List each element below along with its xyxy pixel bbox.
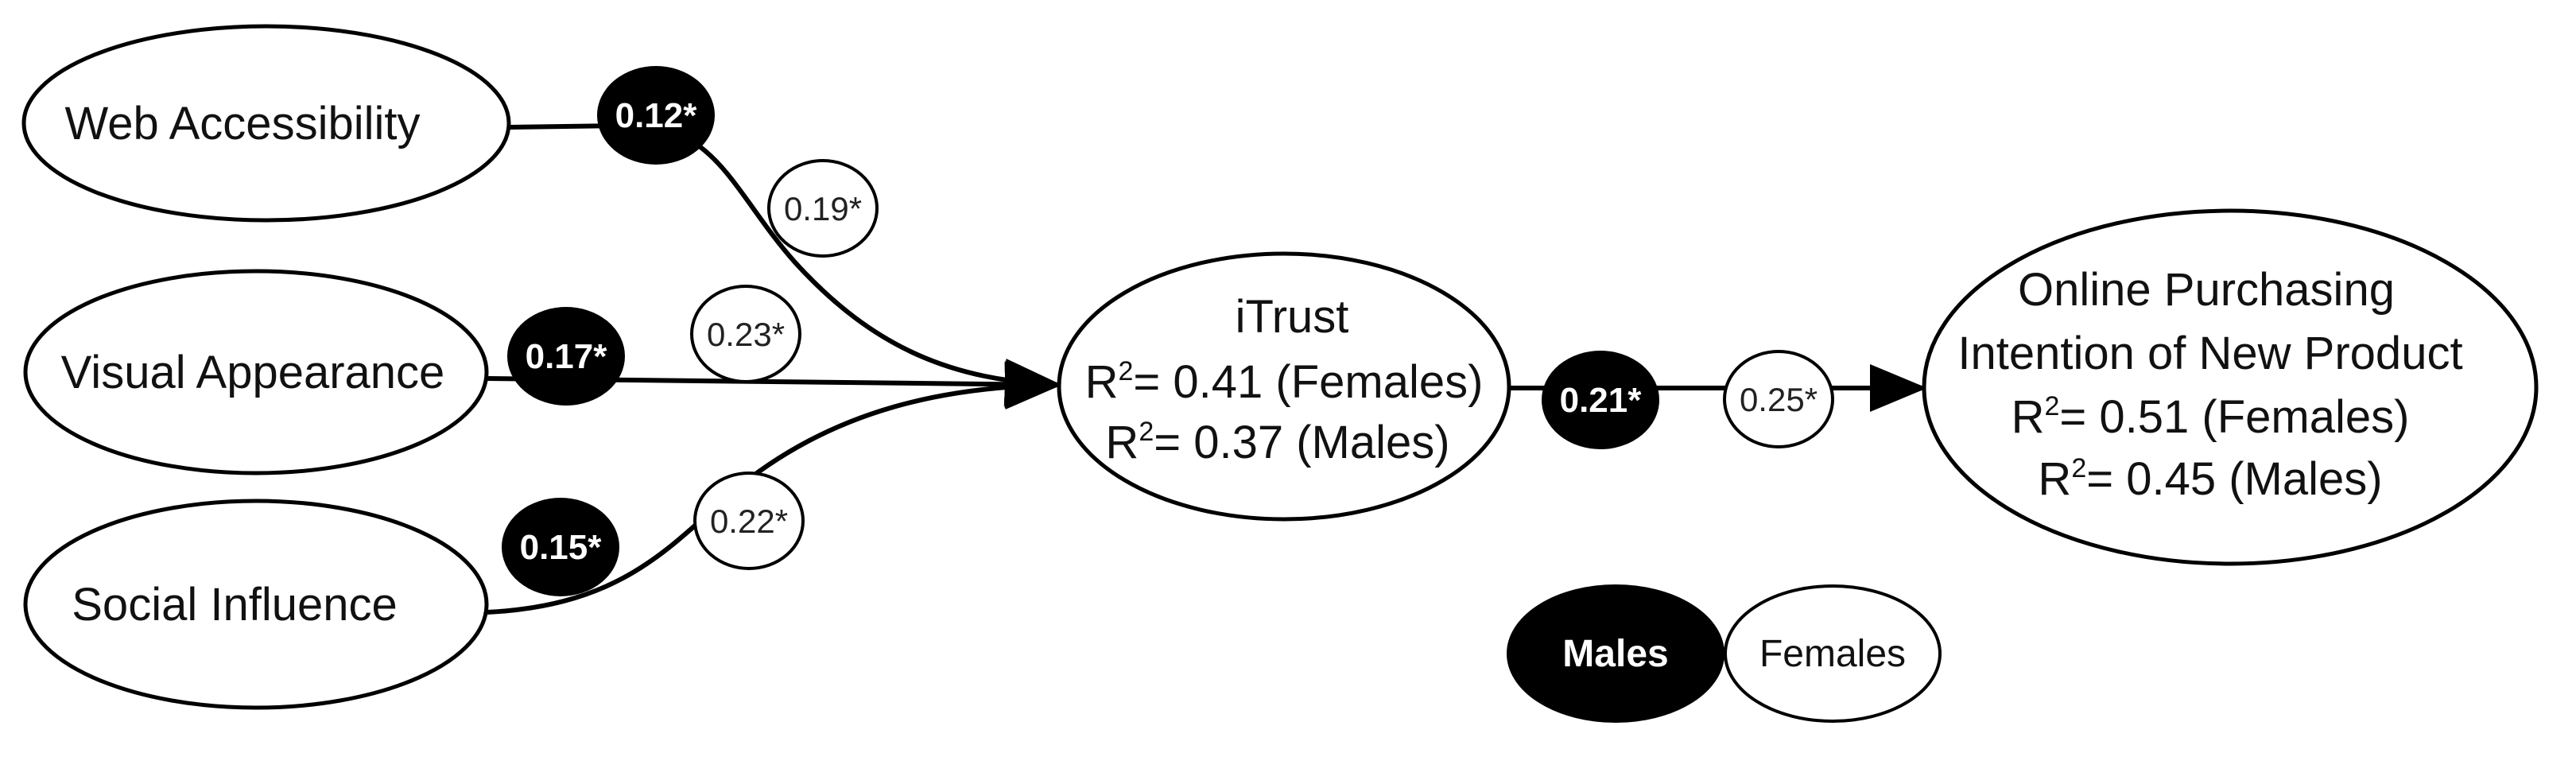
svg-text:0.19*: 0.19* bbox=[784, 190, 862, 227]
node-visual-appearance-label: Visual Appearance bbox=[61, 347, 445, 398]
coef-itrust-purchase-females: 0.25* bbox=[1723, 350, 1834, 448]
svg-text:0.17*: 0.17* bbox=[526, 337, 608, 376]
svg-text:0.25*: 0.25* bbox=[1740, 381, 1818, 418]
coef-social-females: 0.22* bbox=[693, 472, 805, 570]
legend: Males Females bbox=[1507, 584, 1942, 723]
node-itrust-title: iTrust bbox=[1236, 291, 1349, 343]
node-online-purchasing-line1: Online Purchasing bbox=[2018, 264, 2395, 316]
node-itrust-r2-females: R2= 0.41 (Females) bbox=[1085, 356, 1484, 408]
svg-text:0.12*: 0.12* bbox=[615, 96, 698, 135]
svg-text:0.21*: 0.21* bbox=[1560, 381, 1643, 420]
node-web-accessibility: Web Accessibility bbox=[21, 24, 511, 223]
svg-text:Males: Males bbox=[1562, 633, 1668, 675]
node-online-purchasing-r2-males: R2= 0.45 (Males) bbox=[2038, 453, 2382, 505]
svg-text:Females: Females bbox=[1759, 633, 1906, 675]
legend-females: Females bbox=[1724, 584, 1942, 723]
node-web-accessibility-label: Web Accessibility bbox=[65, 98, 421, 149]
node-online-purchasing: Online Purchasing Intention of New Produ… bbox=[1922, 208, 2539, 566]
node-itrust-r2-males: R2= 0.37 (Males) bbox=[1105, 417, 1449, 468]
coef-web-females: 0.19* bbox=[767, 159, 879, 258]
coef-visual-females: 0.23* bbox=[690, 285, 801, 383]
node-online-purchasing-line2: Intention of New Product bbox=[1957, 328, 2462, 379]
node-visual-appearance: Visual Appearance bbox=[23, 269, 489, 475]
node-social-influence: Social Influence bbox=[23, 499, 489, 710]
coef-social-males: 0.15* bbox=[502, 498, 619, 596]
svg-text:0.23*: 0.23* bbox=[707, 316, 785, 353]
svg-text:0.22*: 0.22* bbox=[710, 503, 788, 540]
legend-males: Males bbox=[1507, 584, 1724, 723]
coef-itrust-purchase-males: 0.21* bbox=[1542, 351, 1659, 449]
node-online-purchasing-r2-females: R2= 0.51 (Females) bbox=[2012, 391, 2410, 443]
node-social-influence-label: Social Influence bbox=[72, 579, 397, 631]
coef-web-males: 0.12* bbox=[597, 66, 715, 165]
svg-text:0.15*: 0.15* bbox=[520, 528, 603, 567]
coef-visual-males: 0.17* bbox=[507, 307, 625, 406]
node-itrust: iTrust R2= 0.41 (Females) R2= 0.37 (Male… bbox=[1057, 251, 1511, 522]
